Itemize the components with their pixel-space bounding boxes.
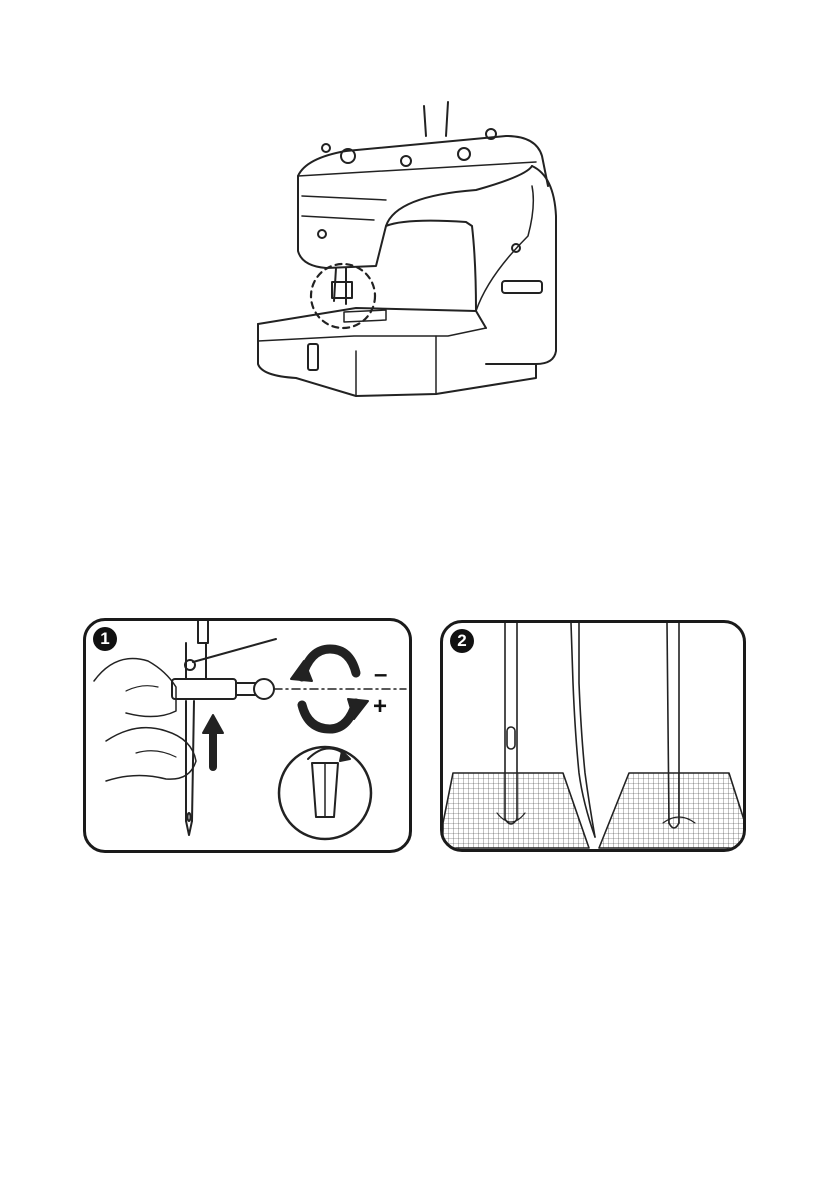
needle-in-fabric-icon <box>599 623 745 848</box>
step-1-panel: 1 <box>83 618 412 853</box>
sewing-machine-illustration <box>236 96 576 414</box>
step-2-panel: 2 <box>440 620 746 852</box>
adjust-plus-label: + <box>373 695 387 719</box>
needle-flat-side-inset-icon <box>279 747 371 839</box>
step-number-badge: 2 <box>450 629 474 653</box>
step-number-badge: 1 <box>93 627 117 651</box>
needle-in-fabric-icon <box>443 623 589 848</box>
up-arrow-icon <box>203 715 223 767</box>
adjust-minus-label: – <box>374 663 387 687</box>
needle-clamp-icon <box>94 621 276 835</box>
